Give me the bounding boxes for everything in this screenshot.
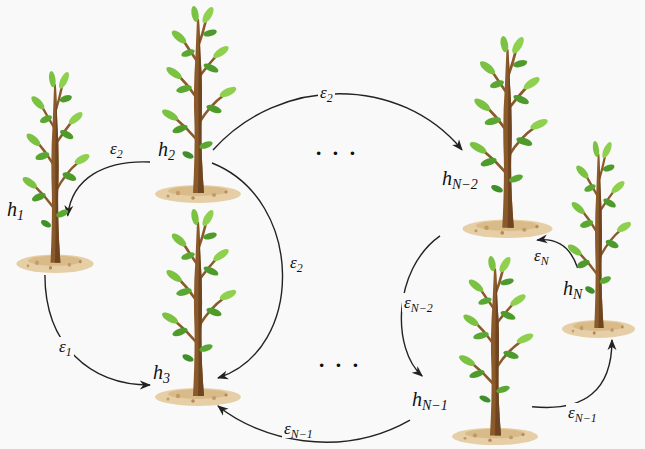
tree-node: hN−1 [410,255,545,447]
tree-illustration [155,5,241,203]
tree-picture [10,70,100,275]
arrow-connector [532,340,612,407]
label-holder: · · · [318,352,361,378]
label-holder: ε1 [57,338,74,357]
node-label: hN−2 [440,167,480,189]
edge-label: ε2 [288,253,305,272]
label-holder: h3 [151,361,172,383]
edge-label: ε1 [57,337,74,356]
arrow-connector [537,240,577,268]
tree-picture [556,140,641,340]
label-holder: · · · [315,140,358,166]
label-holder: εN−2 [402,294,435,313]
tree-node: h2 [148,5,248,205]
arrow-connector [68,162,150,216]
node-label: h3 [151,361,172,383]
label-holder: εN−1 [566,404,599,423]
edge-label: εN−1 [566,403,599,422]
tree-illustration [562,140,635,338]
label-holder: ε2 [288,254,305,273]
arrow-connector [218,406,410,442]
edge-label: εN−2 [402,293,435,312]
label-holder: h2 [156,138,177,160]
arrow-connector [401,236,440,376]
tree-picture [445,255,545,447]
label-holder: ε2 [108,140,125,159]
edge-label: εN [532,246,551,265]
label-holder: εN−1 [282,420,315,439]
tree-node: hN−2 [440,35,560,240]
label-holder: εN [532,247,551,266]
ellipsis-mark: · · · [318,352,361,377]
tree-node: h3 [148,208,248,408]
edge-label: εN−1 [282,419,315,438]
tree-node: hN [553,140,641,340]
label-holder: ε2 [318,84,335,103]
edge-label: ε2 [318,83,335,102]
edge-label: ε2 [108,139,125,158]
tree-illustration [155,208,241,406]
label-holder: hN [561,277,584,299]
tree-picture [148,5,248,205]
ellipsis-mark: · · · [315,140,358,165]
label-holder: h1 [5,198,26,220]
node-label: hN [561,277,584,299]
label-holder: hN−2 [440,167,480,189]
label-holder: hN−1 [410,388,450,410]
node-label: hN−1 [410,388,450,410]
tree-illustration [16,70,93,273]
node-label: h2 [156,138,177,160]
tree-illustration [462,35,552,238]
tree-picture [455,35,560,240]
node-label: h1 [5,198,26,220]
tree-illustration [452,255,538,445]
tree-node: h1 [5,70,100,275]
arrow-connector [45,275,150,385]
